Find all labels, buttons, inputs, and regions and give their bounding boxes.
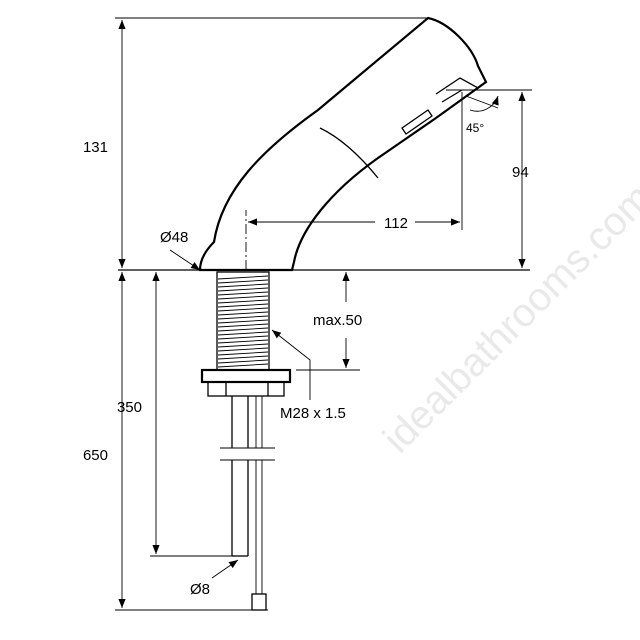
thread-line (217, 311, 269, 316)
thread-line (217, 327, 269, 332)
threaded-shank (216, 271, 270, 371)
thread-line (217, 355, 269, 360)
thread-line (217, 343, 269, 348)
thread-line (217, 283, 269, 288)
thread-line (217, 363, 269, 368)
thread-line (217, 287, 269, 292)
spout-outlet-inner (441, 89, 463, 103)
thread-line (217, 331, 269, 336)
faucet-body (198, 16, 488, 272)
dim-max50-label: max.50 (313, 312, 362, 329)
spout-outlet (435, 77, 487, 95)
thread-line (217, 351, 269, 356)
dim-diameter48-label: Ø48 (160, 229, 188, 246)
mounting-nut (200, 368, 292, 384)
thread-line (217, 303, 269, 308)
supply-pipes (220, 396, 275, 611)
thread-line (217, 295, 269, 300)
thread-line (217, 275, 269, 280)
dim-diameter8-leader (211, 559, 239, 579)
thread-line (217, 335, 269, 340)
spout-joint (319, 127, 379, 179)
dim-diameter8-label: Ø8 (190, 581, 210, 598)
thread-line (217, 319, 269, 324)
cable-connector (251, 593, 267, 611)
thread-line (217, 359, 269, 364)
dim-diameter48-leader (169, 249, 201, 271)
dim-350-label: 350 (117, 399, 142, 416)
washer (207, 381, 285, 397)
thread-line (217, 339, 269, 344)
dim-112-label: 112 (384, 215, 408, 232)
dim-thread-label: M28 x 1.5 (280, 405, 346, 422)
dim-thread-leader (271, 329, 311, 400)
thread-line (217, 307, 269, 312)
thread-line (217, 299, 269, 304)
thread-line (217, 315, 269, 320)
dim-94-label: 94 (512, 164, 529, 181)
shank-threads (217, 275, 269, 368)
thread-line (217, 323, 269, 328)
dim-angle-label: 45° (466, 121, 484, 135)
dim-112-label-bg (375, 210, 415, 230)
dim-angle-arc (469, 95, 499, 112)
thread-line (217, 279, 269, 284)
dim-650-label: 650 (83, 447, 108, 464)
dim-angle-leader (465, 95, 499, 109)
thread-line (217, 291, 269, 296)
spout-body (198, 16, 488, 272)
sensor-slot (401, 109, 433, 135)
dim-131-label: 131 (83, 139, 108, 156)
thread-line (217, 347, 269, 352)
